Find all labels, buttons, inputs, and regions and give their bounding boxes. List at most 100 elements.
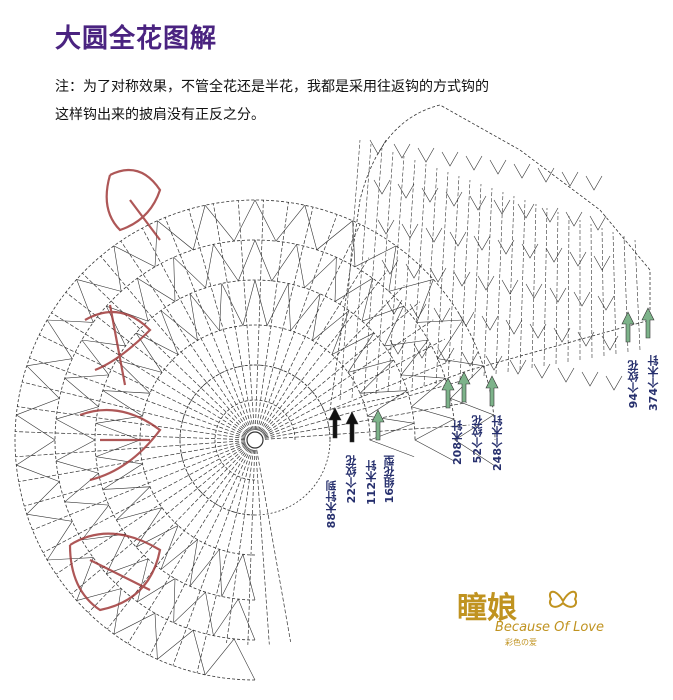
fan-stitch xyxy=(363,147,383,397)
spoke xyxy=(264,424,470,440)
fan-shell xyxy=(413,343,431,359)
fan-stitch xyxy=(459,179,471,381)
fan-shell xyxy=(409,303,427,319)
spoke xyxy=(15,440,246,458)
fan-shell xyxy=(529,323,547,339)
fan-shell xyxy=(577,331,595,347)
arrow-green-3 xyxy=(457,371,471,403)
fan-shell xyxy=(565,211,583,227)
shell xyxy=(287,283,321,332)
fan-stitch xyxy=(601,227,605,357)
fan-stitch xyxy=(634,239,641,351)
spoke xyxy=(263,319,434,435)
spoke xyxy=(88,446,249,613)
arrow-green-5 xyxy=(621,311,635,343)
shell xyxy=(410,377,454,420)
fan-stitch xyxy=(612,231,617,355)
crochet-rings xyxy=(14,199,496,681)
fan-outline xyxy=(329,104,651,411)
spoke xyxy=(39,334,247,436)
shell xyxy=(361,278,404,322)
spoke xyxy=(263,338,445,436)
spoke xyxy=(188,209,253,431)
watermark-stroke xyxy=(84,304,152,386)
spoke xyxy=(15,431,246,441)
shell xyxy=(106,558,149,602)
shell xyxy=(102,486,151,521)
shell xyxy=(16,414,56,466)
ring-1 xyxy=(179,364,331,516)
label-22: 22个纹花 xyxy=(345,455,358,504)
shell xyxy=(414,418,455,462)
arrow-green-2 xyxy=(441,377,455,409)
fan-shell xyxy=(557,367,575,383)
shell xyxy=(95,456,144,490)
ring-5 xyxy=(14,199,496,681)
fan-shell xyxy=(513,163,531,179)
shell xyxy=(76,588,122,635)
shell xyxy=(213,239,256,282)
brand-logo: 瞳娘 Because Of Love 彩色の爱 xyxy=(445,575,605,655)
spoke xyxy=(24,442,246,507)
fan-stitch xyxy=(399,159,416,391)
fan-shell xyxy=(485,355,503,371)
shell xyxy=(359,359,408,394)
spoke xyxy=(256,449,291,642)
spoke xyxy=(256,202,289,431)
watermark-stroke xyxy=(79,408,162,482)
spoke xyxy=(142,227,251,432)
fan-shell xyxy=(381,259,399,275)
shell xyxy=(366,390,415,424)
watermark-stroke xyxy=(68,532,162,612)
spoke xyxy=(100,255,249,433)
watermark-stroke xyxy=(105,168,162,241)
fan-shell xyxy=(593,255,611,271)
shell xyxy=(64,339,110,379)
fan-shell xyxy=(433,307,451,323)
fan-shell xyxy=(461,351,479,367)
fan-stitch xyxy=(351,143,372,399)
spoke xyxy=(29,357,246,437)
fan-shell xyxy=(393,143,411,159)
fan-shell xyxy=(509,359,527,375)
spoke xyxy=(260,257,370,432)
shell xyxy=(16,365,60,416)
shell xyxy=(369,422,415,458)
spoke xyxy=(264,402,467,439)
shell xyxy=(352,220,397,268)
spoke xyxy=(237,200,255,431)
note-line-2: 这样钩出来的披肩没有正反之分。 xyxy=(55,107,265,123)
spoke xyxy=(42,444,247,553)
fan-stitch xyxy=(495,191,504,375)
shell xyxy=(64,501,110,541)
fan-shell xyxy=(445,191,463,207)
fan-shell xyxy=(569,251,587,267)
fan-shell xyxy=(581,371,599,387)
shell xyxy=(26,513,73,561)
arrow-green-1 xyxy=(371,409,385,441)
arrow-black-2 xyxy=(345,411,359,443)
fan-shell xyxy=(401,223,419,239)
shell xyxy=(204,638,256,681)
spoke xyxy=(261,285,405,434)
fan-stitch xyxy=(483,187,493,377)
fan-shell xyxy=(545,247,563,263)
fan-shell xyxy=(553,327,571,343)
shell xyxy=(347,332,394,373)
shell xyxy=(56,460,100,503)
shell xyxy=(254,279,289,327)
fan-shell xyxy=(561,171,579,187)
fan-stitch xyxy=(555,211,559,365)
ring-4 xyxy=(54,239,456,641)
shell xyxy=(189,283,223,332)
spoke xyxy=(254,200,264,431)
fan-shell xyxy=(537,167,555,183)
shell xyxy=(331,310,375,356)
spoke xyxy=(51,312,247,435)
ring-2 xyxy=(139,324,371,556)
fan-shell xyxy=(541,207,559,223)
shell xyxy=(221,279,256,327)
shell xyxy=(173,244,214,289)
fan-shell xyxy=(549,287,567,303)
